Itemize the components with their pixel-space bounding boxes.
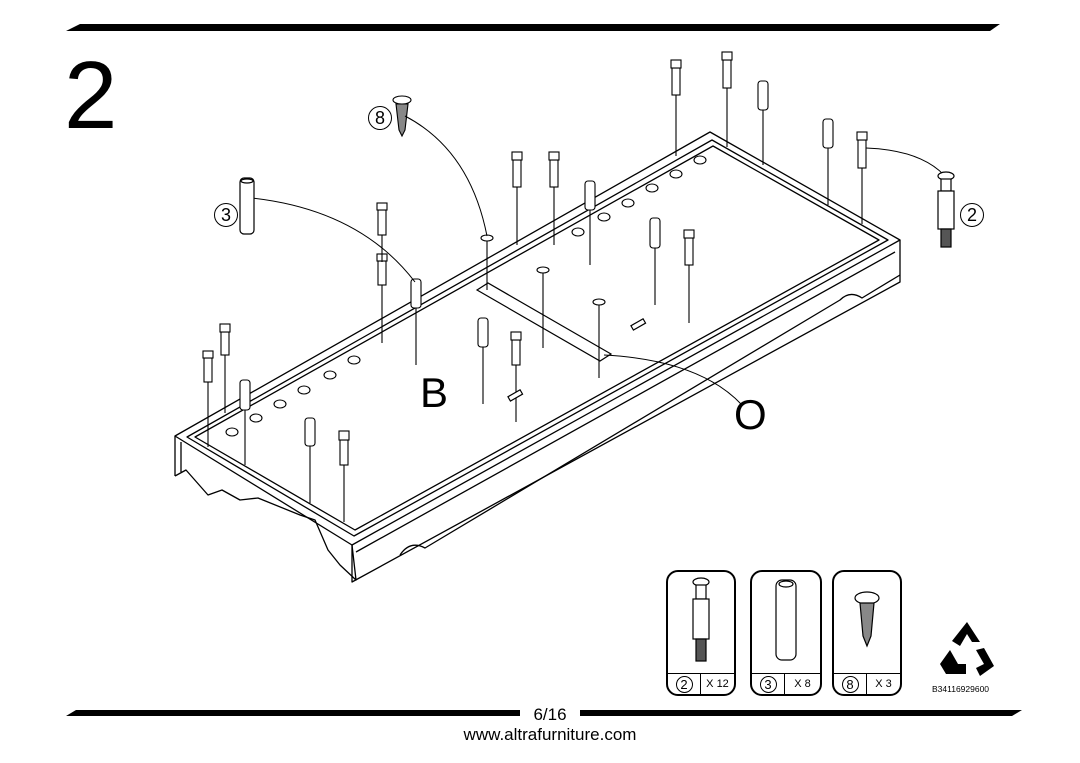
legend-cam-bolt: 2 X 12 (666, 570, 736, 696)
website-url: www.altrafurniture.com (463, 725, 637, 744)
part-o-label: O (734, 391, 767, 438)
product-code: B34116929600 (932, 684, 990, 694)
step-number: 2 (64, 42, 118, 149)
legend-dowel: 3 X 8 (750, 570, 822, 696)
recycle-icon (940, 622, 994, 676)
page-number: 6/16 (520, 705, 580, 725)
screw-icon (854, 591, 880, 648)
legend-part-number: 3 (759, 675, 777, 693)
legend-quantity: X 8 (794, 678, 811, 690)
legend-part-number: 8 (841, 675, 859, 693)
legend-part-number: 2 (675, 675, 693, 693)
legend-quantity: X 12 (706, 678, 729, 690)
callout-part-2: 2 (960, 203, 984, 227)
part-b-label: B (420, 369, 449, 416)
callout-part-8: 8 (368, 106, 392, 130)
callout-part-3: 3 (214, 203, 238, 227)
top-banner (66, 24, 1000, 31)
cam-bolt-icon (692, 577, 710, 662)
legend-screw: 8 X 3 (832, 570, 902, 696)
legend-quantity: X 3 (875, 678, 892, 690)
panel-b (174, 131, 901, 546)
wood-dowel-icon (775, 579, 797, 661)
